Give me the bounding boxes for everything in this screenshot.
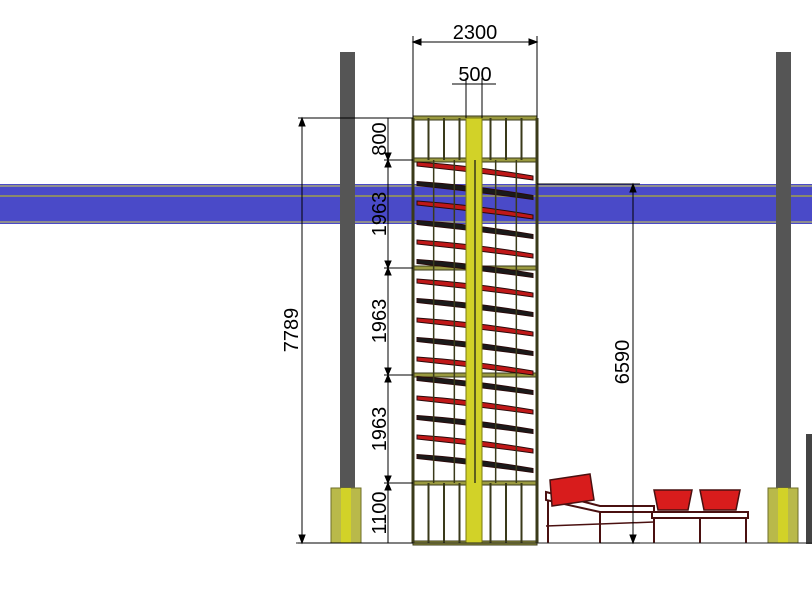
dim-section-2: 1963 — [369, 299, 391, 344]
dim-column-width: 500 — [458, 64, 491, 86]
dim-base-section: 1100 — [369, 491, 391, 534]
dim-top-section: 800 — [369, 122, 391, 155]
spiral-tower — [411, 115, 539, 546]
tower-front-posts — [411, 118, 539, 543]
left-column — [330, 52, 362, 544]
dim-beam-height: 6590 — [612, 340, 634, 385]
horizontal-beam — [0, 184, 812, 224]
right-column — [767, 52, 812, 544]
central-core-column — [465, 117, 483, 544]
inclined-bin — [549, 473, 595, 507]
conveyor-unit — [545, 473, 749, 543]
dim-tower-width: 2300 — [453, 22, 498, 44]
bin-1 — [653, 489, 693, 511]
bin-2 — [699, 489, 741, 511]
dim-section-3: 1963 — [369, 407, 391, 452]
dim-total-height: 7789 — [281, 308, 303, 353]
dim-section-1: 1963 — [369, 192, 391, 237]
dimension-lines — [298, 36, 640, 545]
